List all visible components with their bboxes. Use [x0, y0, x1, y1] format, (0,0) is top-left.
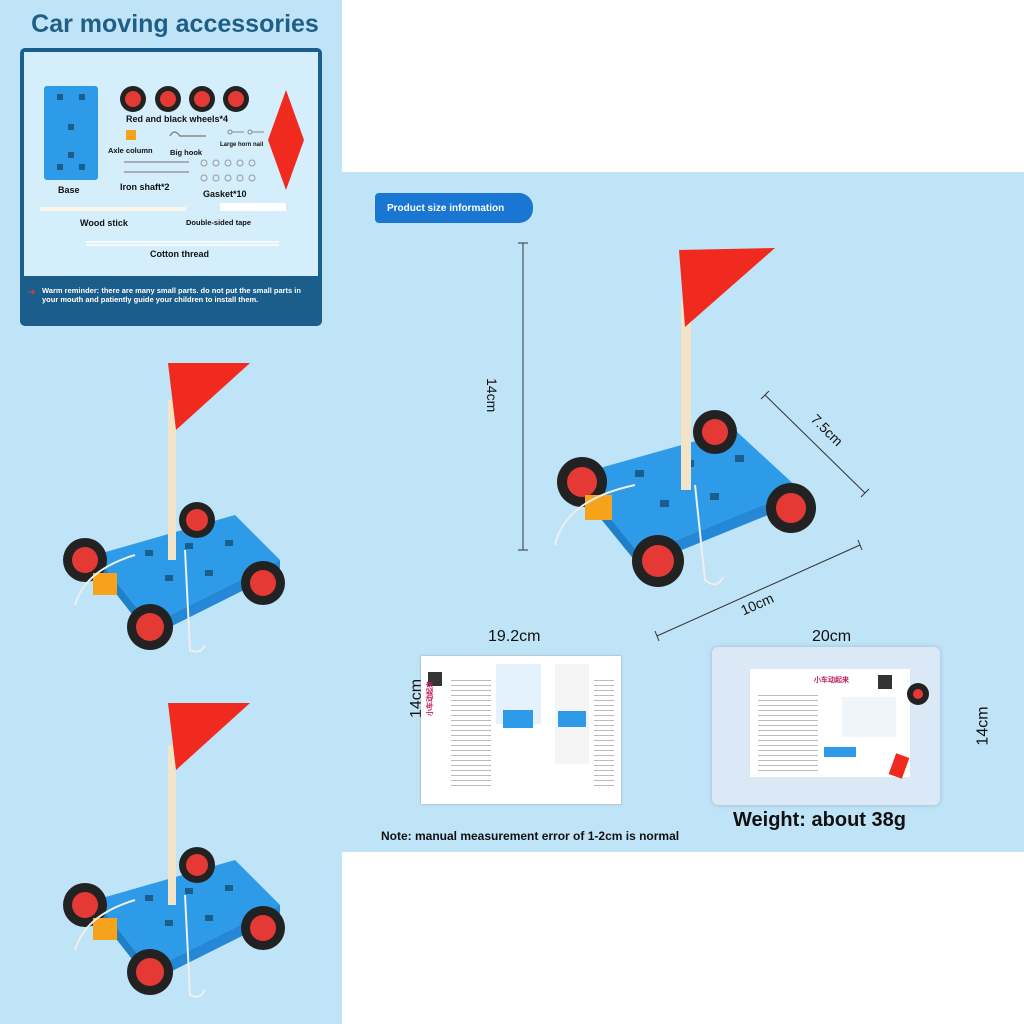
- product-size-badge: Product size information: [375, 193, 533, 223]
- manual-step-car-icon: [558, 711, 586, 727]
- thread-icon: [86, 241, 279, 246]
- bag-wheel-icon: [907, 683, 929, 705]
- wood-stick-icon: [40, 207, 186, 211]
- car-1-flag-icon: [168, 363, 250, 430]
- weight-label: Weight: about 38g: [733, 809, 906, 831]
- wheels-label: Red and black wheels*4: [126, 114, 229, 124]
- thread-label: Cotton thread: [150, 249, 209, 259]
- bag-height-dimension: 14cm: [974, 706, 992, 746]
- bag-title: 小车动起来: [814, 677, 849, 684]
- manual-qr-icon: [428, 672, 442, 686]
- accessories-illustration: [40, 86, 304, 246]
- instruction-manual: 小车动起来: [421, 656, 621, 804]
- base-part-icon: [44, 86, 98, 180]
- accessories-title: Car moving accessories: [31, 10, 319, 38]
- car-image-1: [63, 363, 285, 653]
- manual-text-block: [451, 676, 491, 786]
- manual-title: 小车动起来: [427, 681, 434, 716]
- horn-nail-label: Large horn nail: [220, 142, 264, 148]
- car-2-stick: [168, 745, 176, 905]
- packaging-bag: 小车动起来: [712, 647, 940, 805]
- car-2-flag-icon: [168, 703, 250, 770]
- wheels-part-icon: [120, 86, 249, 112]
- flag-part-icon: [268, 90, 304, 190]
- manual-base-icon: [503, 710, 533, 728]
- manual-text-block-2: [594, 676, 614, 786]
- tape-icon: [220, 203, 286, 211]
- horn-nail-icon: [227, 129, 264, 135]
- axle-column-icon: [126, 130, 136, 140]
- big-hook-icon: [169, 131, 206, 137]
- iron-shaft-icon: [124, 161, 189, 173]
- bag-diagram: [842, 697, 896, 737]
- warm-reminder: Warm reminder: there are many small part…: [42, 286, 301, 304]
- gasket-label: Gasket*10: [203, 189, 247, 199]
- manual-width-dimension: 19.2cm: [488, 628, 541, 645]
- bag-width-dimension: 20cm: [812, 628, 852, 645]
- main-car-flag-icon: [679, 248, 775, 327]
- bag-text-block: [758, 691, 818, 771]
- car-image-2: [63, 703, 285, 998]
- wood-stick-label: Wood stick: [80, 218, 128, 228]
- height-dimension: 14cm: [484, 378, 500, 413]
- main-car-stick: [681, 300, 691, 490]
- base-label: Base: [58, 185, 80, 195]
- car-1-stick: [168, 400, 176, 560]
- reminder-arrow-icon: ➜: [28, 287, 36, 297]
- bag-card: 小车动起来: [750, 669, 910, 777]
- big-hook-label: Big hook: [170, 148, 203, 157]
- car-image-main: [554, 248, 816, 587]
- measurement-note: Note: manual measurement error of 1-2cm …: [381, 829, 680, 843]
- bag-qr-icon: [878, 675, 892, 689]
- car-2-wheel-icon: [63, 883, 107, 927]
- gasket-icon: [200, 159, 256, 182]
- tape-label: Double-sided tape: [186, 218, 252, 227]
- main-car-wheel-icon: [557, 457, 607, 507]
- car-1-wheel-icon: [63, 538, 107, 582]
- axle-column-label: Axle column: [108, 146, 153, 155]
- iron-shaft-label: Iron shaft*2: [120, 182, 170, 192]
- bag-base-part-icon: [824, 747, 856, 757]
